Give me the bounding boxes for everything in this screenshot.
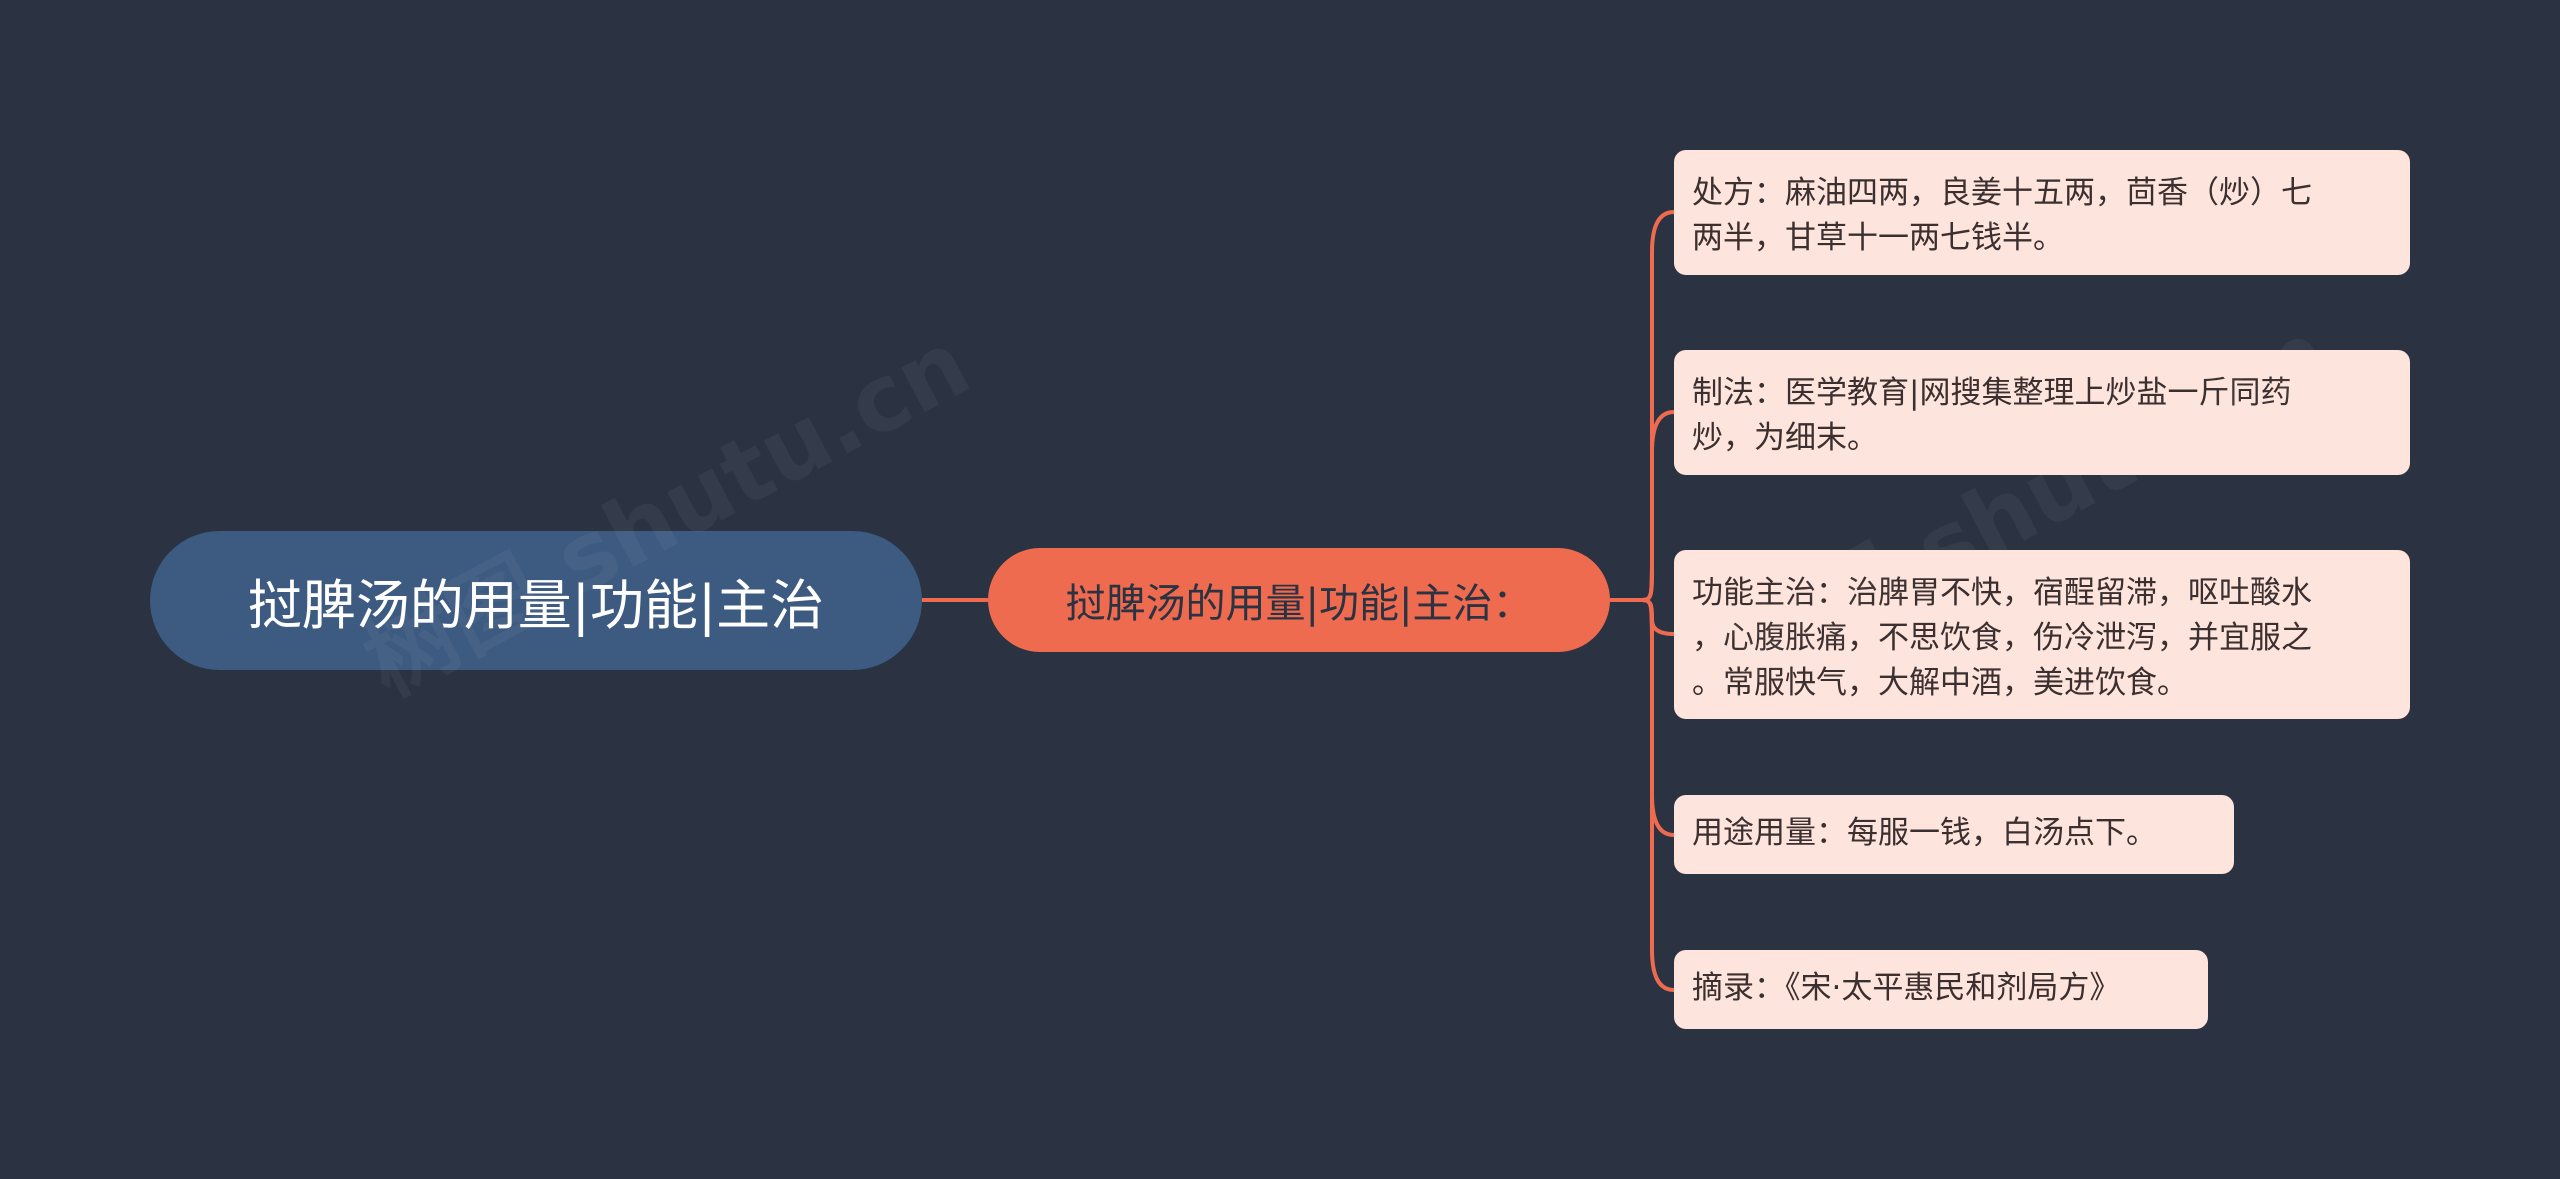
leaf-text-line: 功能主治：治脾胃不快，宿酲留滞，呕吐酸水 bbox=[1692, 575, 2312, 611]
main-branch-node[interactable]: 挝脾汤的用量|功能|主治： bbox=[988, 548, 1610, 652]
leaf-node-indications[interactable]: 功能主治：治脾胃不快，宿酲留滞，呕吐酸水 ，心腹胀痛，不思饮食，伤冷泄泻，并宜服… bbox=[1674, 550, 2410, 719]
branch-leaf-connector bbox=[1641, 410, 1675, 602]
leaf-text-line: 两半，甘草十一两七钱半。 bbox=[1692, 220, 2064, 256]
main-branch-label: 挝脾汤的用量|功能|主治： bbox=[1065, 581, 1533, 627]
branch-leaf-connector bbox=[1641, 598, 1675, 636]
leaf-node-prescription[interactable]: 处方：麻油四两，良姜十五两，茴香（炒）七 两半，甘草十一两七钱半。 bbox=[1674, 150, 2410, 275]
leaf-text-line: 炒，为细末。 bbox=[1692, 420, 1878, 456]
leaf-text-line: 处方：麻油四两，良姜十五两，茴香（炒）七 bbox=[1692, 175, 2312, 211]
leaf-text-line: ，心腹胀痛，不思饮食，伤冷泄泻，并宜服之 bbox=[1692, 620, 2312, 656]
leaf-text-line: 用途用量：每服一钱，白汤点下。 bbox=[1692, 815, 2157, 851]
leaf-node-source[interactable]: 摘录：《宋·太平惠民和剂局方》 bbox=[1674, 950, 2208, 1029]
leaf-node-dosage[interactable]: 用途用量：每服一钱，白汤点下。 bbox=[1674, 795, 2234, 874]
leaf-text-line: 制法：医学教育|网搜集整理上炒盐一斤同药 bbox=[1692, 375, 2292, 411]
leaf-text-line: 摘录：《宋·太平惠民和剂局方》 bbox=[1692, 970, 2121, 1006]
branch-leaf-connector bbox=[1641, 598, 1675, 992]
branch-leaf-connector bbox=[1641, 210, 1675, 602]
root-topic-label: 挝脾汤的用量|功能|主治 bbox=[247, 574, 825, 637]
root-topic-node[interactable]: 挝脾汤的用量|功能|主治 bbox=[150, 531, 922, 670]
leaf-node-preparation[interactable]: 制法：医学教育|网搜集整理上炒盐一斤同药 炒，为细末。 bbox=[1674, 350, 2410, 475]
leaf-text-line: 。常服快气，大解中酒，美进饮食。 bbox=[1692, 665, 2188, 701]
